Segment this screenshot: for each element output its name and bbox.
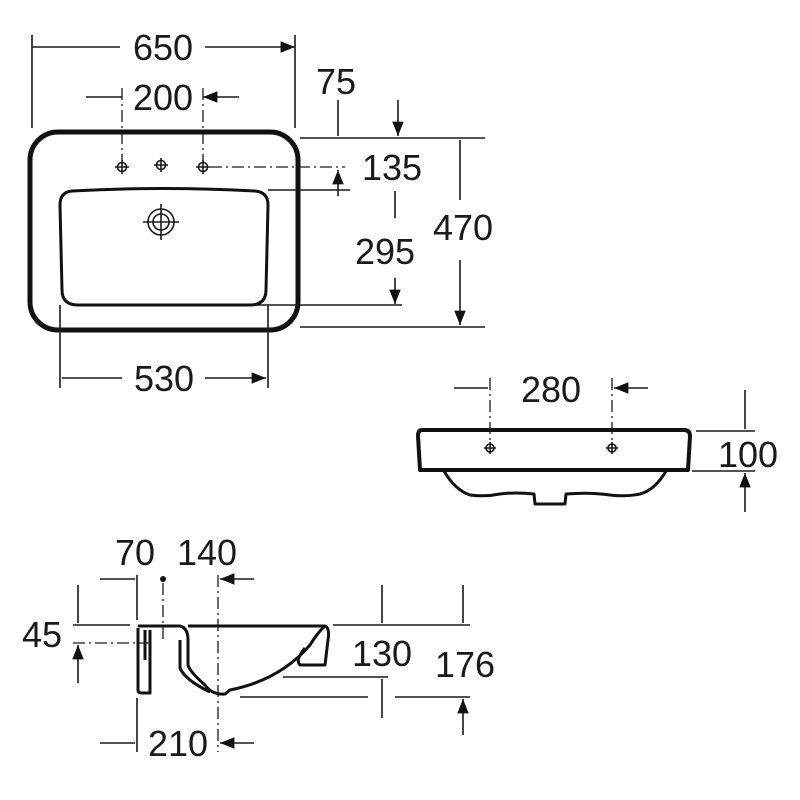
side-view: 70 140 45 130 176 210 [22, 532, 495, 764]
dim-back-to-tap: 70 [115, 532, 155, 573]
dim-bowl-height: 130 [352, 633, 412, 674]
dim-overall-depth: 470 [433, 207, 493, 248]
dim-tap-height: 45 [22, 614, 62, 655]
dim-tap-hole-to-bowl: 135 [362, 147, 422, 188]
basin-outline [27, 129, 301, 333]
bowl-underside [442, 470, 668, 506]
dim-rim-to-tap-hole: 75 [316, 61, 356, 102]
dim-overall-width: 650 [133, 27, 193, 68]
dim-tap-to-waste: 140 [177, 532, 237, 573]
dim-overall-height: 176 [435, 644, 495, 685]
tap-point-icon [160, 576, 166, 582]
top-view: 650 200 75 135 295 470 530 [27, 27, 493, 399]
dim-bowl-width: 530 [134, 358, 194, 399]
side-profile-inner [143, 630, 211, 694]
drain-icon [143, 204, 179, 240]
fixing-hole-icons [484, 442, 618, 454]
tap-hole-icons [115, 158, 210, 174]
side-profile [136, 624, 331, 696]
dim-tap-hole-spacing: 200 [133, 77, 193, 118]
front-view: 280 100 [416, 369, 778, 512]
dim-bowl-depth: 295 [355, 231, 415, 272]
front-rim [416, 428, 692, 472]
dim-rim-height: 100 [718, 434, 778, 475]
bowl-outline [58, 187, 270, 307]
dim-back-to-waste: 210 [148, 723, 208, 764]
dim-fixing-hole-spacing: 280 [521, 369, 581, 410]
